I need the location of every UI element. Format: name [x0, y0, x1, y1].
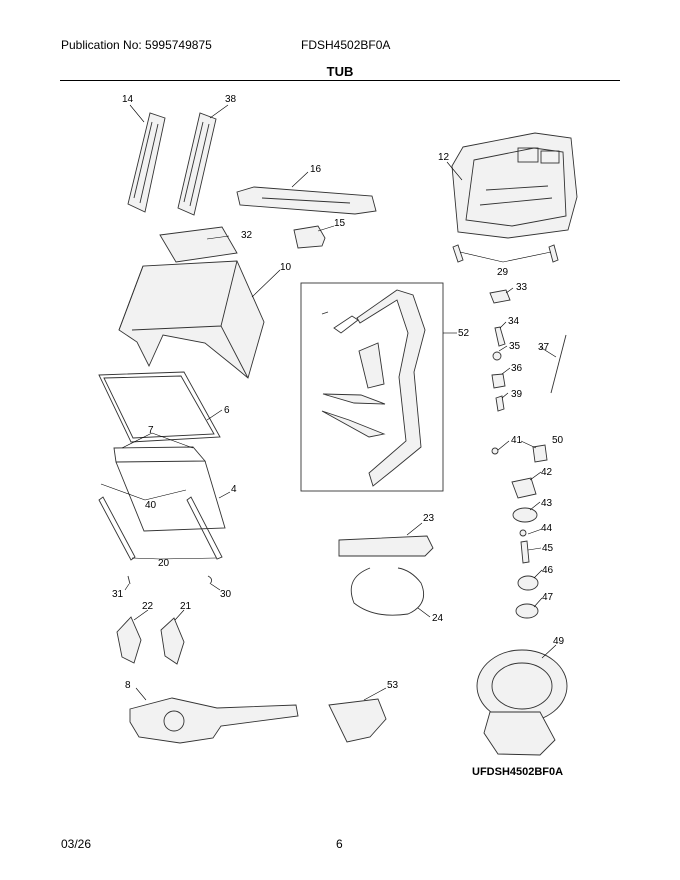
callout-37: 37 — [538, 342, 550, 353]
callout-29: 29 — [497, 267, 509, 278]
part-rods-4-20 — [98, 496, 223, 561]
callout-14: 14 — [122, 94, 134, 105]
part-nut-35 — [492, 351, 502, 361]
callout-6: 6 — [224, 405, 230, 416]
part-frame-7 — [113, 446, 226, 532]
callout-35: 35 — [509, 341, 521, 352]
part-strip-16 — [236, 186, 377, 215]
part-sensor-50 — [532, 444, 548, 463]
part-cover-43 — [512, 507, 538, 523]
callout-16: 16 — [310, 164, 322, 175]
callout-49: 49 — [553, 636, 565, 647]
part-bracket-21 — [160, 617, 185, 665]
footer-date: 03/26 — [61, 837, 92, 851]
callout-47: 47 — [542, 592, 554, 603]
publication-number: Publication No: 5995749875 — [61, 38, 212, 52]
part-side-rail-38 — [177, 112, 217, 216]
part-clip-31 — [127, 575, 131, 585]
part-fitting-39 — [495, 395, 505, 412]
leader-lines — [100, 104, 557, 701]
model-number: FDSH4502BF0A — [301, 38, 391, 52]
part-panel-32 — [159, 226, 238, 263]
part-block-15 — [293, 225, 326, 249]
part-ring-24 — [350, 567, 425, 616]
callout-42: 42 — [541, 467, 553, 478]
callout-15: 15 — [334, 218, 346, 229]
part-housing-10 — [118, 260, 265, 379]
callout-53: 53 — [387, 680, 399, 691]
callout-38: 38 — [225, 94, 237, 105]
part-gasket-6 — [98, 371, 221, 443]
callout-31: 31 — [112, 589, 124, 600]
header-divider — [60, 80, 620, 81]
footer-page-number: 6 — [336, 837, 343, 851]
part-impeller-46 — [517, 575, 539, 591]
callout-20: 20 — [158, 558, 170, 569]
part-rod-37 — [550, 334, 567, 394]
callout-30: 30 — [220, 589, 232, 600]
page-title: TUB — [326, 64, 354, 79]
part-shield-53 — [328, 698, 387, 743]
callout-34: 34 — [508, 316, 520, 327]
callout-44: 44 — [541, 523, 553, 534]
callout-4: 4 — [231, 484, 237, 495]
callout-40: 40 — [145, 500, 157, 511]
callout-43: 43 — [541, 498, 553, 509]
callout-52: 52 — [458, 328, 470, 339]
callout-12: 12 — [438, 152, 450, 163]
part-strip-23 — [338, 535, 434, 557]
part-bracket-33 — [489, 289, 511, 304]
part-cap-44 — [519, 529, 527, 537]
callout-24: 24 — [432, 613, 444, 624]
part-gasket-41 — [491, 447, 499, 455]
callout-23: 23 — [423, 513, 435, 524]
callout-22: 22 — [142, 601, 154, 612]
callout-41: 41 — [511, 435, 523, 446]
callout-36: 36 — [511, 363, 523, 374]
callout-33: 33 — [516, 282, 528, 293]
part-screws-29 — [452, 244, 559, 263]
callout-45: 45 — [542, 543, 554, 554]
callout-50: 50 — [552, 435, 564, 446]
part-valve-45 — [520, 540, 530, 564]
part-pump-49 — [476, 649, 568, 756]
part-spray-arm-8 — [129, 697, 299, 744]
part-group-box-52 — [300, 282, 444, 492]
callout-7: 7 — [148, 425, 154, 436]
callout-46: 46 — [542, 565, 554, 576]
part-housing-42 — [511, 477, 537, 499]
diagram-code: UFDSH4502BF0A — [472, 766, 564, 778]
part-bracket-22 — [116, 616, 142, 664]
callout-39: 39 — [511, 389, 523, 400]
part-screw-34 — [494, 326, 506, 347]
callout-21: 21 — [180, 601, 192, 612]
callout-labels: 14 38 16 12 32 15 10 29 33 34 52 35 37 3… — [112, 94, 565, 691]
callout-32: 32 — [241, 230, 253, 241]
part-side-rail-14 — [127, 112, 166, 213]
part-clip-36 — [491, 373, 506, 389]
callout-8: 8 — [125, 680, 131, 691]
part-impeller-47 — [515, 603, 539, 619]
part-frame-12 — [451, 132, 578, 239]
callout-10: 10 — [280, 262, 292, 273]
part-clip-30 — [207, 575, 213, 585]
